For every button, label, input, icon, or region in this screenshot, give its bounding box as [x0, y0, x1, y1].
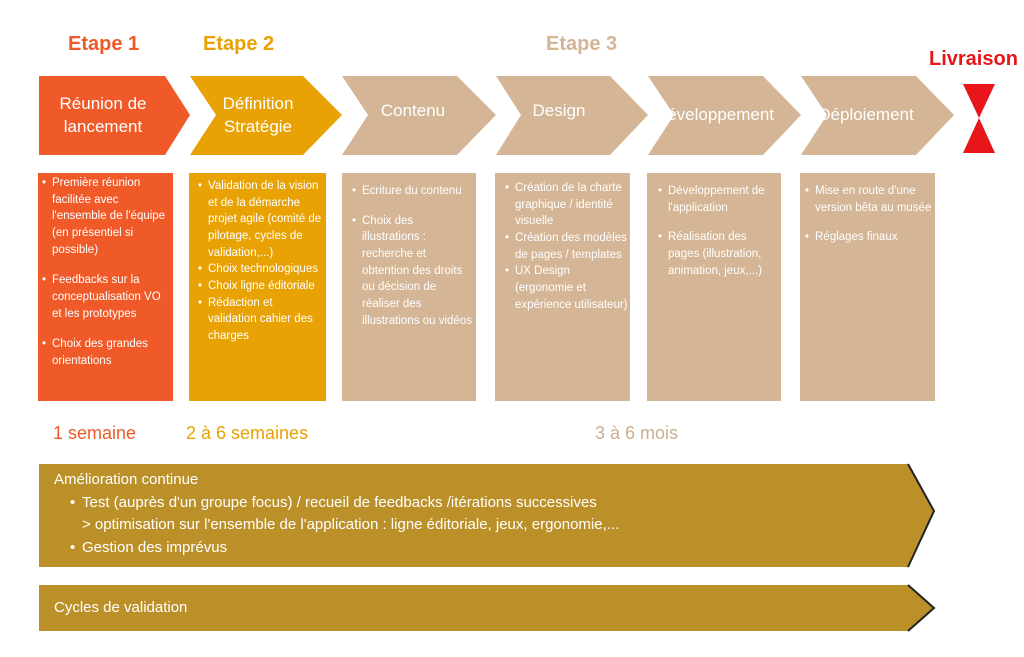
phase-title-line: Développement [654, 105, 775, 125]
phase-arrow-lancement [39, 76, 190, 155]
detail-box-developpement: Développement de l'application Réalisati… [647, 173, 781, 401]
detail-item: Choix technologiques [196, 261, 323, 278]
validation-title: Cycles de validation [54, 599, 188, 616]
phase-arrow-strategie [190, 76, 342, 155]
detail-item: Réalisation des pages (illustration, ani… [656, 229, 779, 279]
detail-item: Validation de la vision et de la démarch… [196, 178, 323, 261]
phase-arrows [39, 76, 995, 155]
detail-item: UX Design (ergonomie et expérience utili… [503, 263, 628, 313]
detail-box-deploiement: Mise en route d'une version bêta au musé… [800, 173, 935, 401]
stage-3-label: Etape 3 [546, 33, 618, 55]
phase-title-developpement: Développement [648, 76, 781, 155]
detail-item: Rédaction et validation cahier des charg… [196, 295, 323, 345]
duration-stage-3: 3 à 6 mois [595, 423, 679, 443]
detail-item: Feedbacks sur la conceptualisation VO et… [40, 272, 169, 322]
detail-item: Choix des illustrations : recherche et o… [350, 213, 473, 330]
phase-title-line: Contenu [380, 101, 446, 121]
phase-title-line: Définition [222, 93, 294, 113]
phase-title-line: lancement [63, 116, 143, 136]
phase-arrow-contenu [342, 76, 496, 155]
phase-title-line: Réunion de [59, 93, 147, 113]
phase-title-deploiement: Déploiement [804, 76, 928, 155]
phase-title-design: Design [500, 72, 618, 151]
improvement-title: Amélioration continue [54, 471, 199, 488]
detail-box-lancement: Première réunion facilitée avec l'ensemb… [38, 173, 173, 401]
detail-box-design: Création de la charte graphique / identi… [495, 173, 630, 401]
detail-item: Mise en route d'une version bêta au musé… [803, 183, 933, 216]
validation-band-edge [907, 584, 936, 632]
phase-title-line: Déploiement [818, 105, 914, 125]
detail-box-strategie: Validation de la vision et de la démarch… [189, 173, 326, 401]
improvement-item: Test (auprès d'un groupe focus) / recuei… [54, 492, 894, 515]
duration-stage-1: 1 semaine [53, 423, 137, 443]
phase-arrow-developpement [648, 76, 801, 155]
delivery-label: Livraison [929, 48, 1018, 70]
duration-stage-2: 2 à 6 semaines [186, 423, 309, 443]
phase-arrow-design [496, 76, 648, 155]
improvement-item: Gestion des imprévus [54, 537, 894, 560]
phase-title-lancement: Réunion de lancement [39, 76, 167, 155]
phase-title-line: Stratégie [223, 116, 293, 136]
detail-box-contenu: Ecriture du contenu Choix des illustrati… [342, 173, 476, 401]
detail-item: Ecriture du contenu [350, 183, 473, 200]
phase-title-line: Design [532, 101, 586, 121]
phase-arrow-deploiement [801, 76, 954, 155]
validation-band-shape [39, 585, 934, 631]
hourglass-icon [963, 84, 995, 118]
stage-2-label: Etape 2 [203, 33, 275, 55]
detail-item: Création des modèles de pages / template… [503, 230, 628, 263]
improvement-subitem: > optimisation sur l'ensemble de l'appli… [82, 516, 620, 533]
detail-item: Choix ligne éditoriale [196, 278, 323, 295]
phase-title-contenu: Contenu [352, 72, 474, 151]
detail-item: Création de la charte graphique / identi… [503, 180, 628, 230]
improvement-text: Amélioration continue Test (auprès d'un … [54, 469, 894, 559]
phase-title-strategie: Définition Stratégie [197, 76, 319, 155]
detail-item: Première réunion facilitée avec l'ensemb… [40, 175, 169, 258]
hourglass-icon-bottom [963, 118, 995, 153]
detail-item: Choix des grandes orientations [40, 336, 169, 369]
detail-item: Réglages finaux [803, 229, 933, 246]
detail-item: Développement de l'application [656, 183, 779, 216]
improvement-band-edge [907, 463, 936, 568]
stage-1-label: Etape 1 [68, 33, 140, 55]
